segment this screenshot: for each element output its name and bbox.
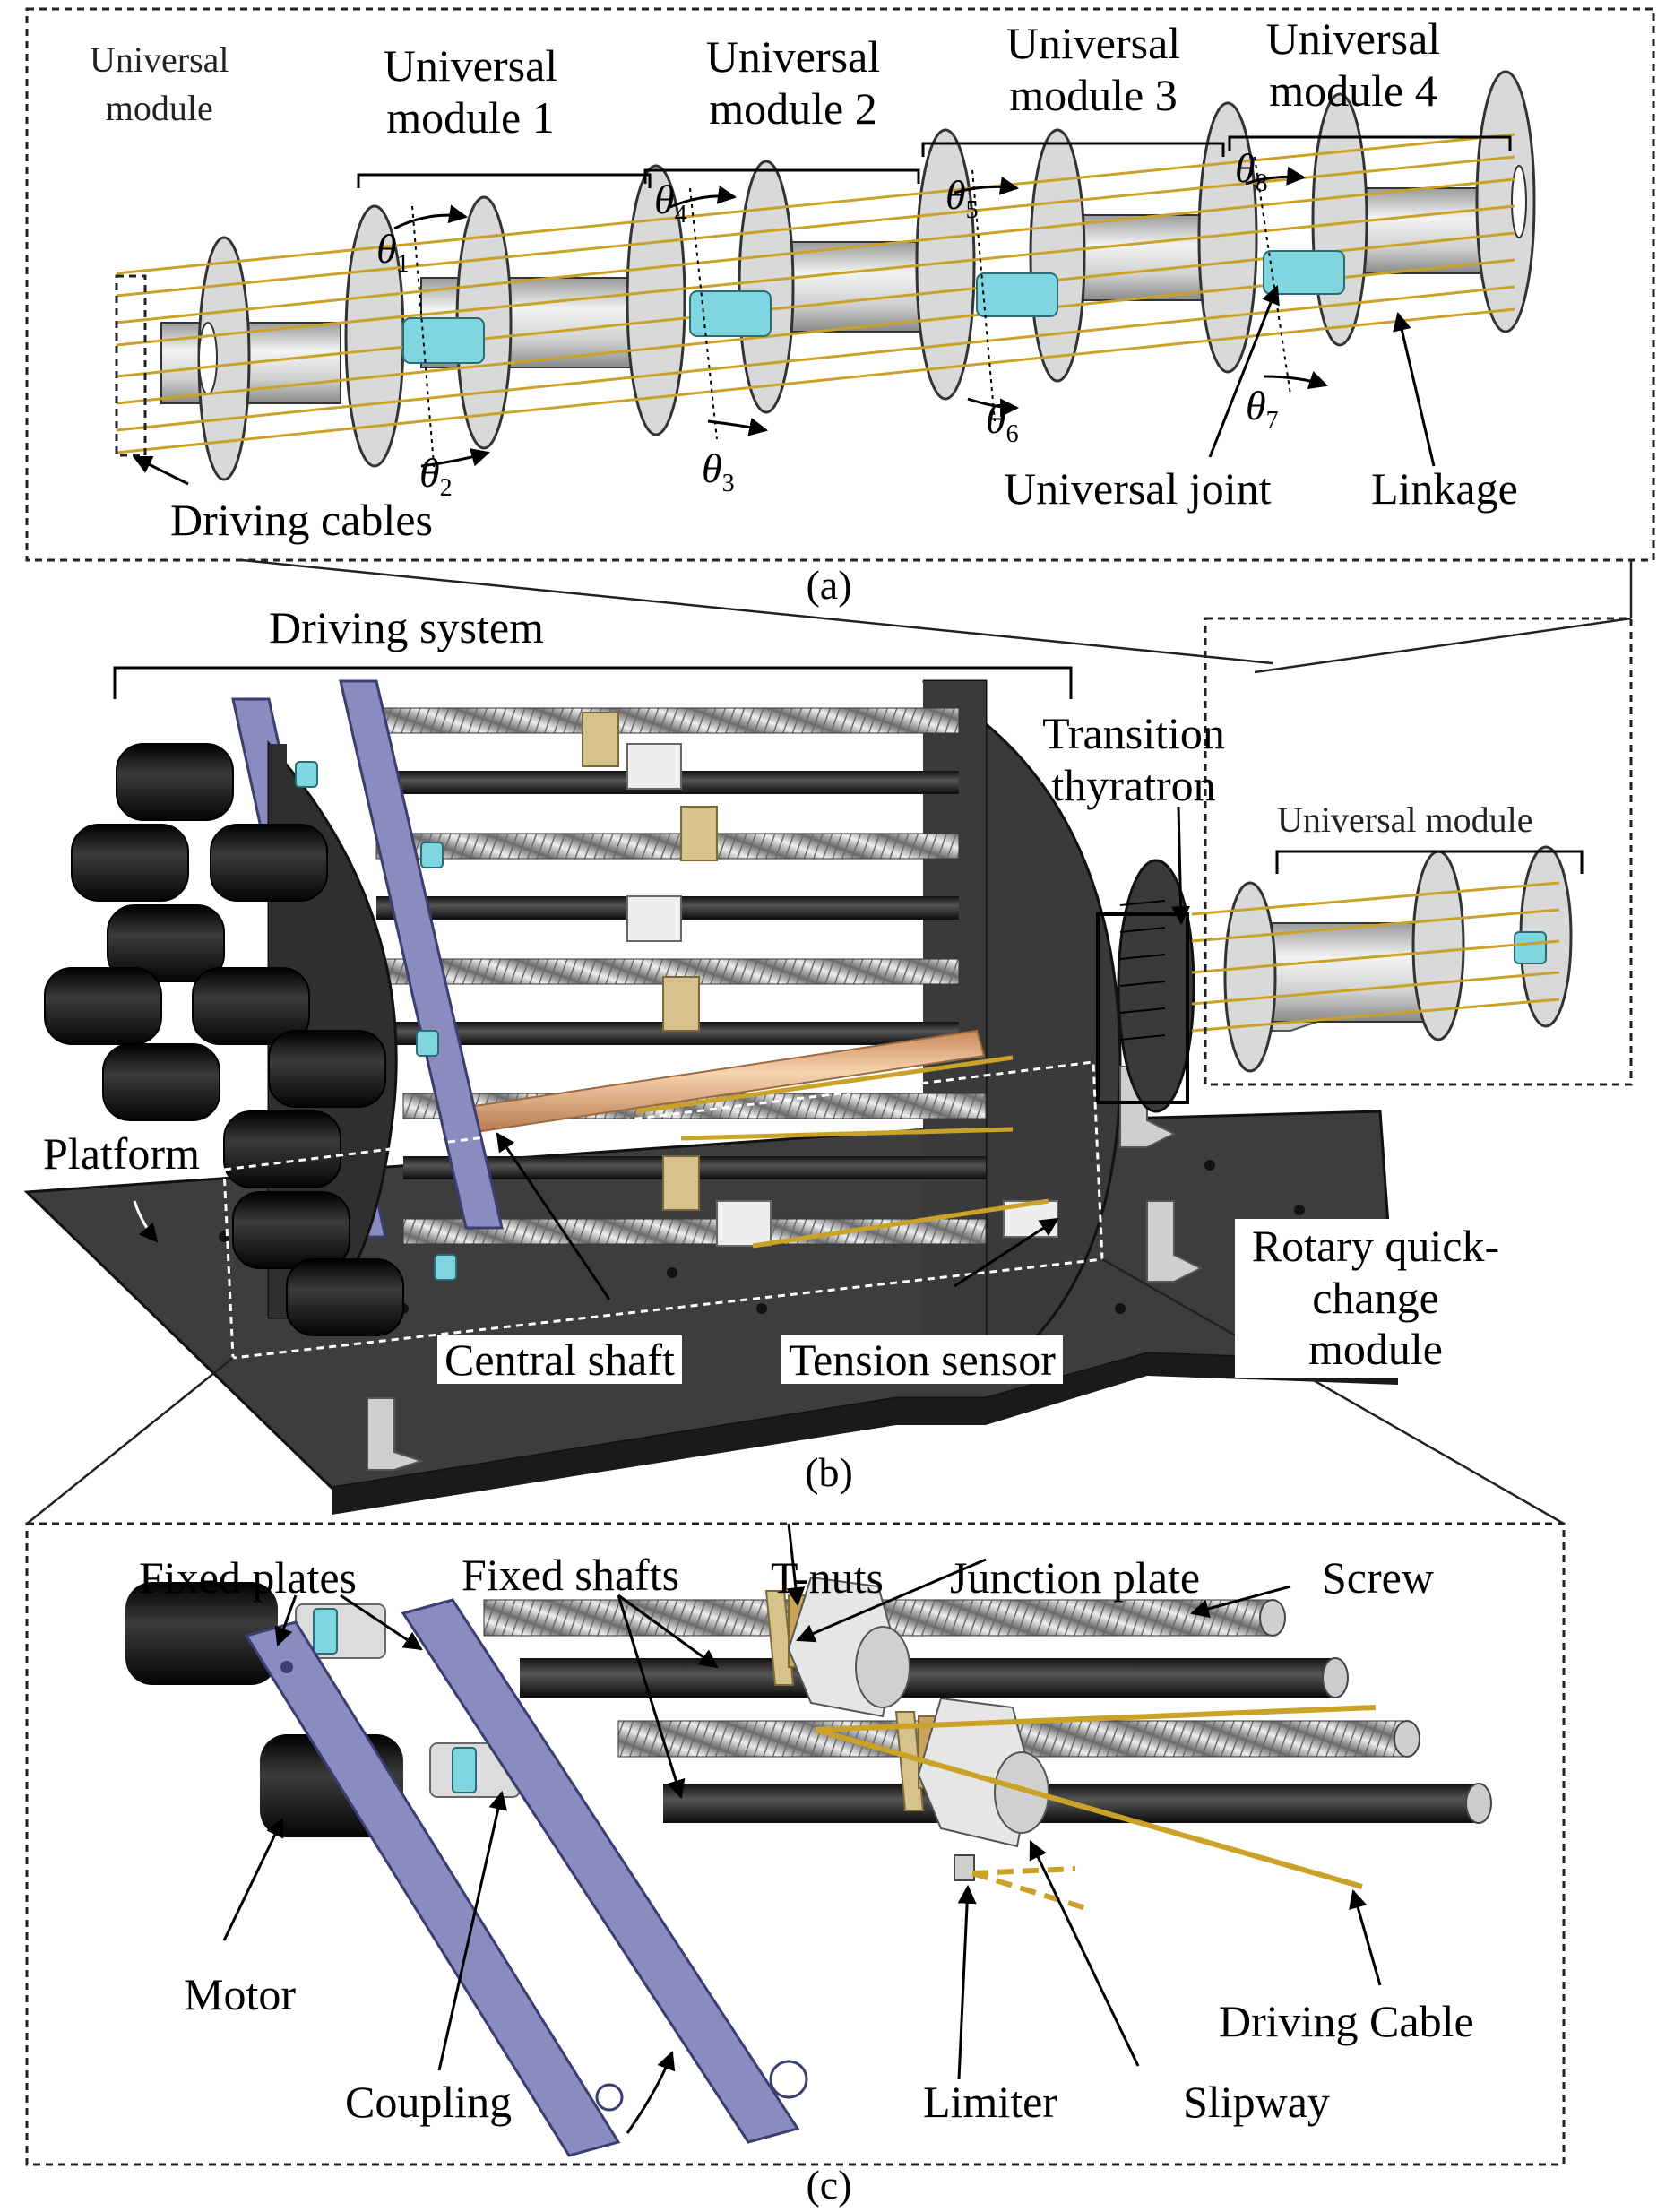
- caption-c: (c): [806, 2162, 852, 2208]
- panel-a-drawing: [25, 7, 1655, 562]
- label-fixed-shafts: Fixed shafts: [462, 1550, 680, 1600]
- angle-theta-1: θ1: [376, 226, 410, 279]
- label-platform: Platform: [36, 1129, 207, 1178]
- label-universal-module-a: Universal module: [90, 39, 229, 128]
- label-tension-sensor: Tension sensor: [781, 1335, 1063, 1384]
- label-junction-plate: Junction plate: [950, 1552, 1201, 1603]
- label-driving-cable: Driving Cable: [1219, 1996, 1474, 2046]
- caption-a: (a): [806, 562, 852, 608]
- label-coupling: Coupling: [345, 2077, 513, 2127]
- label-universal-module-3: Universal module 3: [1005, 18, 1181, 120]
- label-linkage: Linkage: [1371, 463, 1518, 514]
- caption-b: (b): [805, 1449, 853, 1495]
- angle-theta-2: θ2: [419, 450, 453, 503]
- angle-theta-8: θ8: [1235, 145, 1268, 198]
- label-rotary-quick-change-module: Rotary quick- change module: [1235, 1219, 1516, 1378]
- zoom-lines-b: [26, 1257, 1565, 1525]
- angle-theta-3: θ3: [702, 445, 735, 498]
- label-universal-module-2: Universal module 2: [705, 31, 881, 134]
- label-universal-module-1: Universal module 1: [383, 40, 558, 143]
- panel-c-drawing: [25, 1522, 1566, 2166]
- label-motor: Motor: [184, 1969, 296, 2019]
- label-t-nuts: T-nuts: [771, 1552, 884, 1603]
- label-limiter: Limiter: [923, 2077, 1057, 2127]
- label-driving-cables: Driving cables: [170, 495, 433, 545]
- label-universal-joint: Universal joint: [1004, 463, 1272, 514]
- angle-theta-5: θ5: [945, 172, 979, 225]
- angle-theta-4: θ4: [654, 177, 687, 229]
- zoom-lines-a: [241, 558, 1633, 674]
- label-slipway: Slipway: [1183, 2077, 1330, 2127]
- label-universal-module-b: Universal module: [1277, 799, 1533, 840]
- label-screw: Screw: [1322, 1552, 1434, 1603]
- label-universal-module-4: Universal module 4: [1265, 13, 1441, 116]
- label-transition-thyratron: Transition thyratron: [1042, 708, 1225, 810]
- label-fixed-plates: Fixed plates: [139, 1552, 358, 1603]
- panel-b-drawing: [23, 617, 1633, 1515]
- label-driving-system: Driving system: [269, 602, 544, 652]
- angle-theta-6: θ6: [986, 396, 1019, 449]
- label-central-shaft: Central shaft: [437, 1335, 682, 1384]
- angle-theta-7: θ7: [1246, 383, 1279, 436]
